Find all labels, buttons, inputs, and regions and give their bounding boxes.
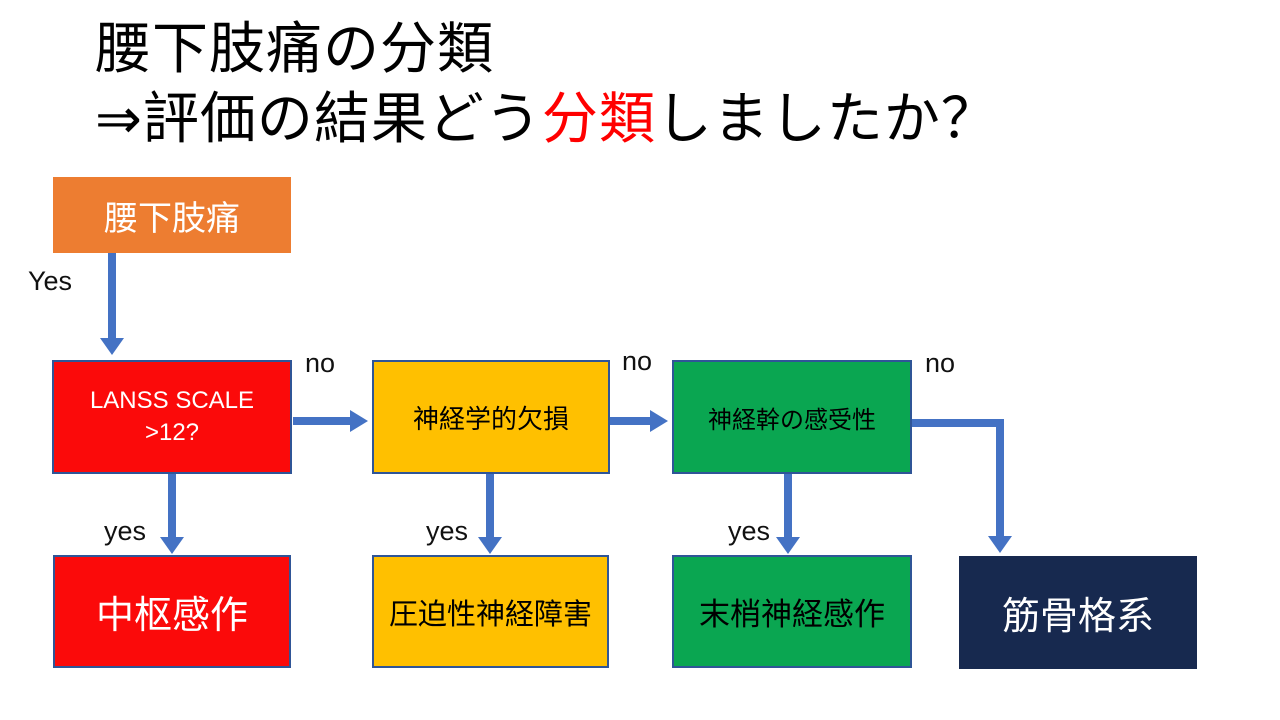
title-line2-highlight: 分類 [541, 87, 656, 150]
title-line-2: ⇒評価の結果どう分類しましたか？ [95, 84, 998, 154]
edge-label-no-2: no [622, 346, 653, 376]
down-arrowhead-icon [160, 537, 184, 554]
node-outcome2-label: 圧迫性神経障害 [388, 598, 592, 631]
down-arrowhead-icon [776, 537, 800, 554]
title-line2-suffix: しましたか？ [655, 87, 998, 150]
down-arrowhead-icon [478, 537, 502, 554]
node-decision-lanss-scale: LANSS SCALE >12? [52, 360, 292, 474]
elbow-arrow-trunk-to-musculo-horizontal [912, 419, 1004, 427]
elbow-arrow-trunk-to-musculo-vertical [996, 419, 1004, 537]
node-outcome-compressive-neuropathy: 圧迫性神経障害 [372, 555, 609, 668]
edge-label-yes-2: yes [426, 516, 469, 546]
node-decision-neurological-deficit: 神経学的欠損 [372, 360, 610, 474]
down-arrow-trunk-to-periph [784, 474, 792, 538]
edge-label-start-yes: Yes [28, 266, 73, 296]
edge-label-yes-3: yes [728, 516, 771, 546]
right-arrowhead-icon [650, 410, 668, 432]
right-arrow-lanss-to-neuro [293, 417, 351, 425]
lanss-line-1: LANSS SCALE [89, 386, 255, 414]
down-arrowhead-icon [988, 536, 1012, 553]
node-outcome4-label: 筋骨格系 [1001, 596, 1154, 638]
node-outcome-musculoskeletal: 筋骨格系 [959, 556, 1197, 669]
down-arrow-start-to-lanss [108, 253, 116, 339]
slide-title: 腰下肢痛の分類 ⇒評価の結果どう分類しましたか？ [95, 14, 998, 154]
node-outcome-central-sensitization: 中枢感作 [53, 555, 291, 668]
node-decision-neuro-label: 神経学的欠損 [412, 403, 569, 434]
title-line2-prefix: ⇒評価の結果どう [95, 87, 542, 150]
down-arrow-neuro-to-compress [486, 474, 494, 538]
down-arrow-lanss-to-central [168, 474, 176, 538]
node-outcome3-label: 末梢神経感作 [699, 597, 885, 632]
lanss-line-2: >12? [144, 419, 200, 446]
node-decision-trunk-label: 神経幹の感受性 [708, 406, 876, 434]
title-line-1: 腰下肢痛の分類 [95, 17, 494, 80]
node-decision-lanss-label: LANSS SCALE >12? [90, 385, 254, 450]
down-arrowhead-icon [100, 338, 124, 355]
node-start-label: 腰下肢痛 [104, 199, 240, 238]
edge-label-no-3: no [925, 348, 956, 378]
right-arrowhead-icon [350, 410, 368, 432]
right-arrow-neuro-to-trunk [610, 417, 652, 425]
node-outcome1-label: 中枢感作 [95, 595, 248, 637]
node-start-low-back-leg-pain: 腰下肢痛 [53, 177, 291, 253]
edge-label-yes-1: yes [104, 516, 147, 546]
node-outcome-peripheral-sensitization: 末梢神経感作 [672, 555, 912, 668]
edge-label-no-1: no [305, 348, 336, 378]
node-decision-nerve-trunk-sensitivity: 神経幹の感受性 [672, 360, 912, 474]
